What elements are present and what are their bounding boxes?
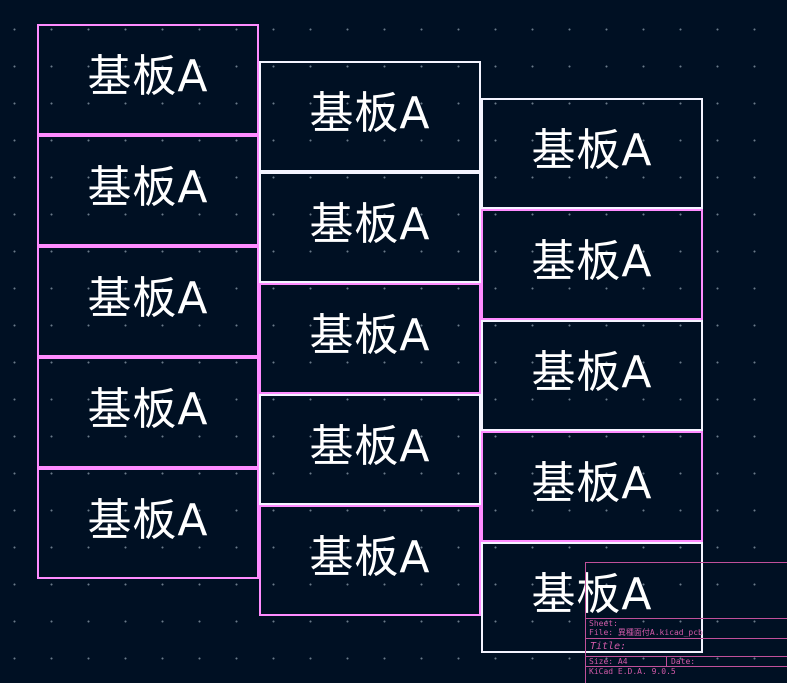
board-a-2-5[interactable]: 基板A [259, 505, 481, 616]
board-a-1-1[interactable]: 基板A [37, 24, 259, 135]
board-label: 基板A [309, 198, 431, 250]
board-a-2-3[interactable]: 基板A [259, 283, 481, 394]
board-label: 基板A [531, 235, 653, 287]
board-label: 基板A [309, 87, 431, 139]
board-a-1-4[interactable]: 基板A [37, 357, 259, 468]
board-label: 基板A [309, 309, 431, 361]
board-a-1-3[interactable]: 基板A [37, 246, 259, 357]
board-a-3-3[interactable]: 基板A [481, 320, 703, 431]
board-a-2-4[interactable]: 基板A [259, 394, 481, 505]
sheet-label: Sheet: [589, 619, 618, 628]
board-label: 基板A [87, 383, 209, 435]
board-label: 基板A [531, 124, 653, 176]
title-label: Title: [590, 641, 627, 652]
kicad-version-label: KiCad E.D.A. 9.0.5 [589, 667, 676, 676]
board-label: 基板A [309, 531, 431, 583]
board-label: 基板A [87, 494, 209, 546]
board-label: 基板A [531, 346, 653, 398]
board-a-1-2[interactable]: 基板A [37, 135, 259, 246]
board-label: 基板A [309, 420, 431, 472]
size-label: Size: A4 [589, 657, 628, 666]
board-a-3-2[interactable]: 基板A [481, 209, 703, 320]
board-a-3-1[interactable]: 基板A [481, 98, 703, 209]
board-label: 基板A [531, 457, 653, 509]
board-label: 基板A [87, 272, 209, 324]
board-label: 基板A [87, 50, 209, 102]
title-block: Sheet: File: 異種面付A.kicad_pcb Title: Size… [585, 562, 787, 683]
board-a-2-2[interactable]: 基板A [259, 172, 481, 283]
board-a-1-5[interactable]: 基板A [37, 468, 259, 579]
file-label: File: 異種面付A.kicad_pcb [589, 628, 703, 637]
board-a-2-1[interactable]: 基板A [259, 61, 481, 172]
board-a-3-5[interactable]: 基板A [481, 542, 703, 653]
date-label: Date: [671, 657, 696, 666]
board-label: 基板A [87, 161, 209, 213]
board-a-3-4[interactable]: 基板A [481, 431, 703, 542]
board-label: 基板A [531, 568, 653, 620]
